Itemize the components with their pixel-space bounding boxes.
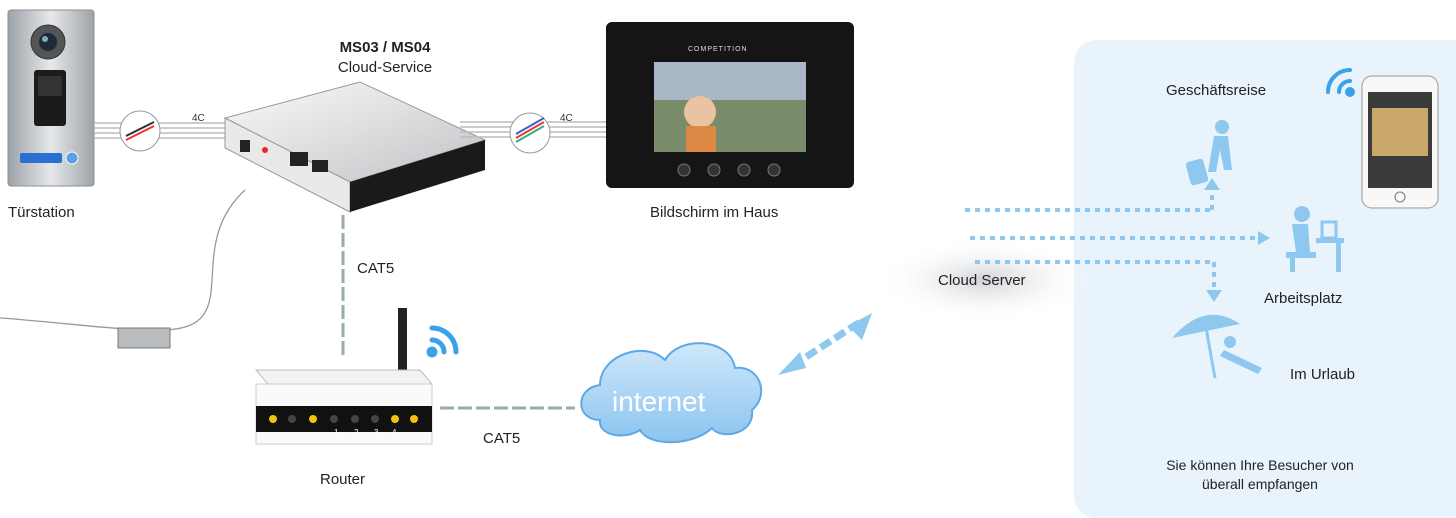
power-adapter [117,327,171,349]
device-model: MS03 / MS04 [339,39,431,56]
router-device [254,308,434,445]
workplace-label: Arbeitsplatz [1264,290,1343,307]
ms03-hub [223,81,487,213]
caption-line-1: Sie können Ihre Besucher von [1166,457,1354,473]
desk-worker-icon [1286,206,1344,272]
arrow-head-down [778,352,806,375]
monitor-brand: COMPETITION [688,46,748,53]
cat5-horizontal-label: CAT5 [483,430,521,447]
device-title: MS03 / MS04 Cloud-Service [300,38,470,78]
router-label: Router [320,471,366,488]
doorstation-label: Türstation [8,204,75,221]
remote-access-caption: Sie können Ihre Besucher von überall emp… [1110,456,1410,494]
router-port-2: 2 [354,428,359,437]
wire-right-label: 4C [560,113,573,124]
router-port-3: 3 [374,428,379,437]
remote-flow-lines [965,188,1258,290]
traveler-icon [1185,120,1232,186]
router-ports: 1 2 3 4 [258,428,434,440]
cloud-server-icon [875,238,1095,322]
indoor-monitor [606,22,854,188]
wire-cross-section-right [509,112,551,154]
arrow-to-desk [1258,231,1270,245]
vacation-label: Im Urlaub [1290,366,1356,383]
cloud-server-label: Cloud Server [938,272,1026,289]
wire-door-to-hub [94,122,240,139]
power-cable [0,189,246,331]
cat5-vertical-label: CAT5 [357,260,395,277]
wire-left-label: 4C [192,113,205,124]
router-port-1: 1 [334,428,339,437]
wifi-icon [426,325,459,358]
smartphone-icon [1361,75,1439,209]
beach-umbrella-icon [1172,314,1262,379]
wifi-icon-remote [1326,68,1355,97]
router-port-4: 4 [392,428,397,437]
arrow-to-travel [1204,178,1220,190]
arrow-head-up [848,313,872,340]
bidirectional-arrow [790,319,862,369]
door-station [7,9,95,187]
internet-cloud-icon [580,342,763,444]
monitor-label: Bildschirm im Haus [650,204,779,221]
business-trip-label: Geschäftsreise [1166,82,1267,99]
arrow-to-vacation [1206,290,1222,302]
device-service: Cloud-Service [337,59,433,76]
caption-line-2: überall empfangen [1202,476,1318,492]
internet-label: internet [612,386,706,417]
wire-cross-section-left [119,110,161,152]
